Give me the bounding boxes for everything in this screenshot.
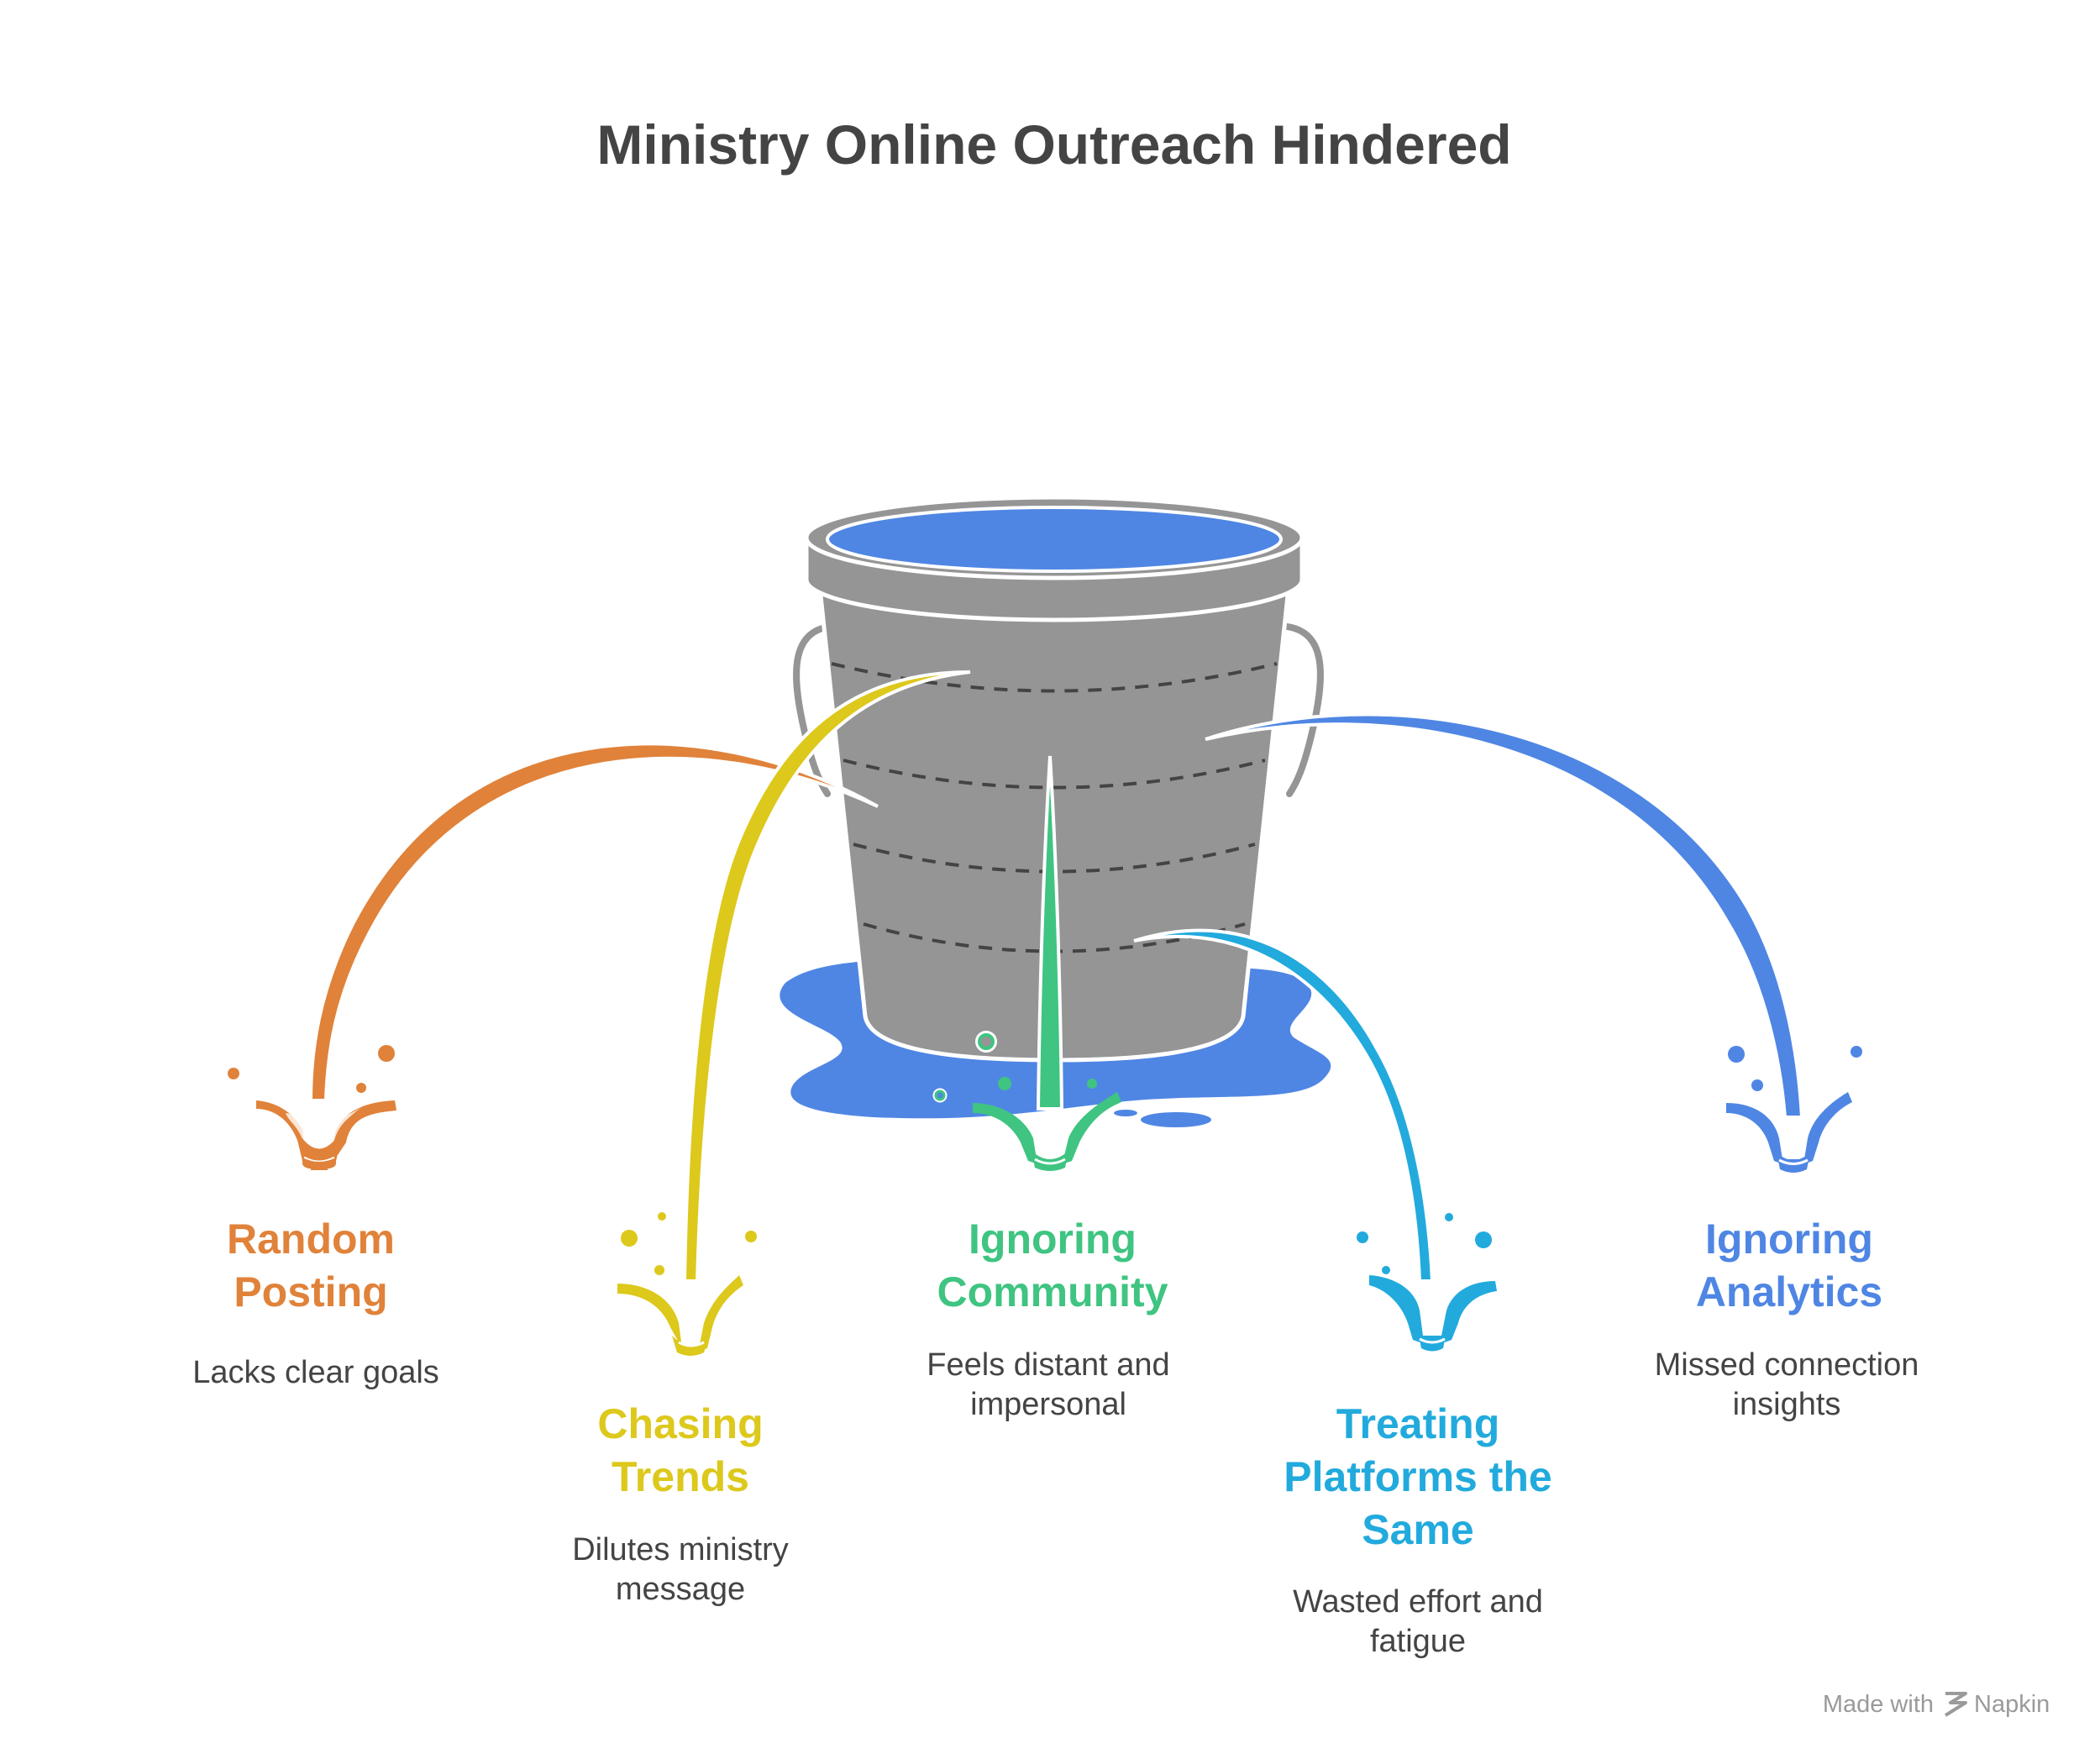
leak-label-ignoring-analytics: Ignoring Analytics Missed connection ins… (1655, 1216, 1919, 1422)
leak-description-line: message (616, 1572, 745, 1607)
leak-description-line: Wasted effort and (1293, 1584, 1543, 1620)
leak-label-chasing-trends: Chasing Trends Dilutes ministry message (572, 1400, 789, 1607)
watermark: Made with Napkin (1823, 1691, 2050, 1718)
leak-description-line: Feels distant and (927, 1347, 1169, 1383)
leak-description-line: Dilutes ministry (572, 1532, 789, 1567)
leak-label-ignoring-community: Ignoring Community Feels distant and imp… (927, 1216, 1169, 1422)
leak-title-line: Analytics (1696, 1268, 1882, 1315)
leak-title-line: Same (1362, 1506, 1473, 1553)
leak-title-line: Ignoring (969, 1216, 1137, 1263)
leak-title-line: Treating (1336, 1400, 1499, 1447)
leak-label-random-posting: Random Posting Lacks clear goals (192, 1216, 439, 1390)
leak-title-line: Chasing (597, 1400, 763, 1447)
leak-description-line: fatigue (1370, 1624, 1466, 1659)
leak-description-line: impersonal (970, 1387, 1126, 1422)
leak-title-line: Posting (234, 1268, 387, 1315)
leak-description-line: insights (1733, 1387, 1841, 1422)
leak-title-line: Ignoring (1705, 1216, 1873, 1263)
leak-description-line: Missed connection (1655, 1347, 1919, 1383)
leak-title-line: Random (227, 1216, 395, 1263)
watermark-made-with: Made with (1823, 1691, 1934, 1718)
leak-description-line: Lacks clear goals (192, 1355, 439, 1390)
leak-title-line: Trends (612, 1453, 749, 1500)
napkin-logo-icon (1945, 1693, 1966, 1715)
diagram-title: Ministry Online Outreach Hindered (596, 113, 1511, 176)
leak-title-line: Community (937, 1268, 1168, 1315)
leak-label-treating-platforms: Treating Platforms the Same Wasted effor… (1284, 1400, 1552, 1659)
leak-title-line: Platforms the (1284, 1453, 1552, 1500)
watermark-brand: Napkin (1974, 1691, 2050, 1718)
